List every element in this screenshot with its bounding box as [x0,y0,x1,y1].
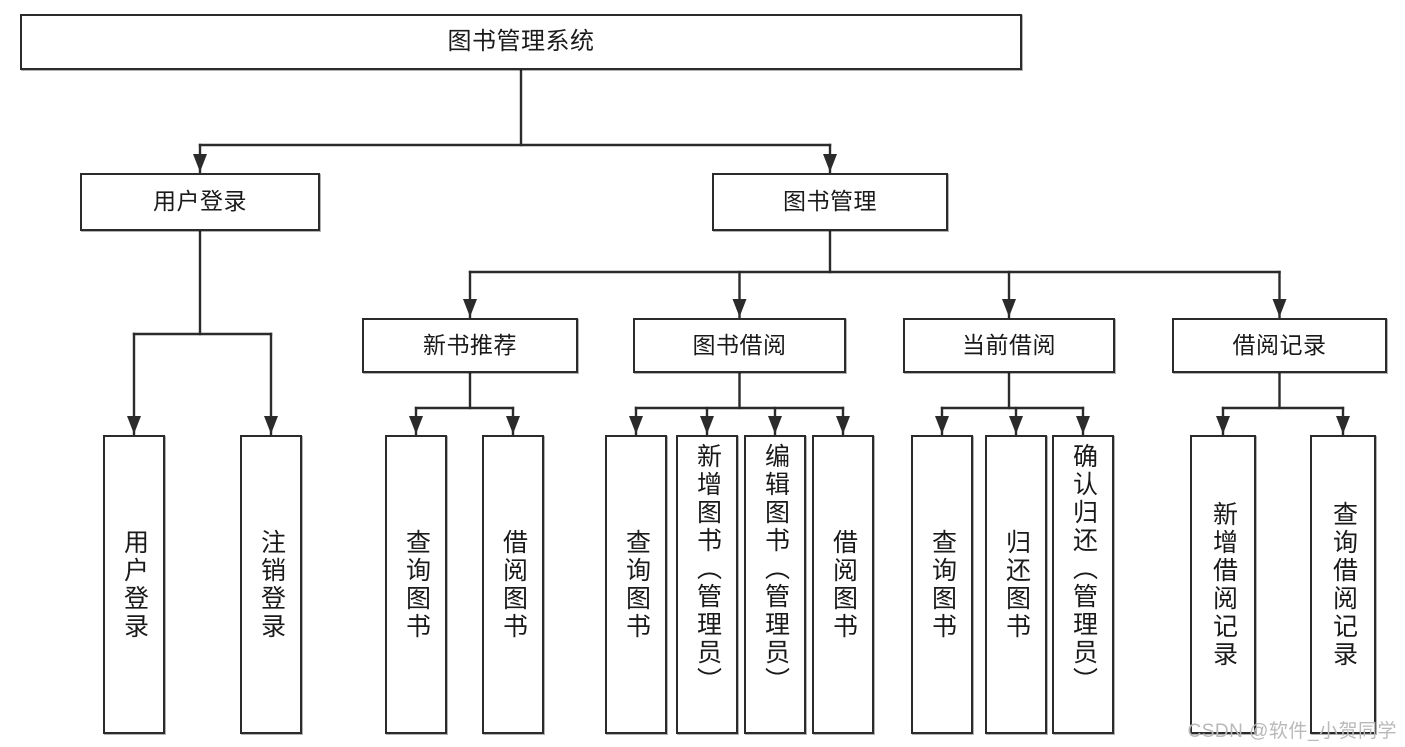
arrowhead-leaf-return-book [1009,416,1023,434]
node-label-leaf-borrow-book: 借阅图书 [829,528,858,641]
node-leaf-logout[interactable]: 注销登录 [240,435,302,734]
arrowhead-leaf-confirm-return [1076,416,1090,434]
node-leaf-query-book-current[interactable]: 查询图书 [911,435,973,734]
node-label-leaf-add-record: 新增借阅记录 [1209,500,1238,669]
node-label-leaf-add-book: 新增图书（管理员） [693,443,722,695]
node-label-new-book-rec: 新书推荐 [423,331,517,358]
arrowhead-borrow-record [1272,299,1287,317]
node-leaf-return-book[interactable]: 归还图书 [985,435,1047,734]
node-leaf-query-book-borrow[interactable]: 查询图书 [605,435,667,734]
node-leaf-add-record[interactable]: 新增借阅记录 [1190,435,1256,734]
arrowhead-leaf-edit-book [768,416,782,434]
arrowhead-current-borrow [1002,299,1016,317]
node-label-leaf-confirm-return: 确认归还（管理员） [1069,443,1098,695]
node-label-leaf-query-book-current: 查询图书 [928,528,957,641]
arrowhead-leaf-borrow-book-rec [506,416,520,434]
node-user-login[interactable]: 用户登录 [80,173,320,231]
node-book-manage[interactable]: 图书管理 [712,173,948,231]
node-label-leaf-user-login: 用户登录 [120,528,149,641]
arrowhead-leaf-query-book-rec [409,416,423,434]
node-leaf-borrow-book-rec[interactable]: 借阅图书 [482,435,544,734]
node-root[interactable]: 图书管理系统 [20,14,1022,70]
node-label-borrow-record: 借阅记录 [1232,331,1327,358]
node-label-leaf-borrow-book-rec: 借阅图书 [499,528,528,641]
arrowhead-book-borrow [732,299,747,317]
arrowhead-leaf-user-login [127,416,141,434]
watermark-label: CSDN @软件_小贺同学 [1187,721,1397,742]
node-label-leaf-edit-book: 编辑图书（管理员） [761,443,790,695]
node-leaf-query-book-rec[interactable]: 查询图书 [385,435,447,734]
arrowhead-leaf-borrow-book [836,416,850,434]
node-label-current-borrow: 当前借阅 [962,331,1056,358]
node-label-leaf-return-book: 归还图书 [1002,528,1031,641]
node-leaf-user-login[interactable]: 用户登录 [103,435,165,734]
arrowhead-new-book-rec [463,299,477,317]
node-leaf-edit-book[interactable]: 编辑图书（管理员） [744,435,806,734]
node-leaf-borrow-book[interactable]: 借阅图书 [812,435,874,734]
node-borrow-record[interactable]: 借阅记录 [1172,318,1387,373]
node-label-root: 图书管理系统 [447,27,595,55]
node-label-book-manage: 图书管理 [783,188,877,215]
arrowhead-leaf-query-record [1336,416,1350,434]
arrowhead-leaf-logout [264,416,278,434]
node-new-book-rec[interactable]: 新书推荐 [362,318,578,373]
node-label-leaf-query-book-rec: 查询图书 [402,528,431,641]
node-label-leaf-query-record: 查询借阅记录 [1329,500,1358,669]
node-leaf-query-record[interactable]: 查询借阅记录 [1310,435,1376,734]
node-label-book-borrow: 图书借阅 [692,331,787,358]
arrowhead-book-manage [823,154,837,172]
node-label-leaf-logout: 注销登录 [257,528,286,641]
arrowhead-leaf-query-book-borrow [629,416,643,434]
node-label-leaf-query-book-borrow: 查询图书 [622,528,651,641]
node-leaf-confirm-return[interactable]: 确认归还（管理员） [1052,435,1114,734]
node-current-borrow[interactable]: 当前借阅 [903,318,1115,373]
arrowhead-leaf-add-book [700,416,714,434]
node-book-borrow[interactable]: 图书借阅 [633,318,846,373]
node-label-user-login: 用户登录 [153,188,247,215]
node-leaf-add-book[interactable]: 新增图书（管理员） [676,435,738,734]
arrowhead-leaf-query-book-current [935,416,949,434]
arrowhead-user-login [193,154,207,172]
arrowhead-leaf-add-record [1216,416,1230,434]
